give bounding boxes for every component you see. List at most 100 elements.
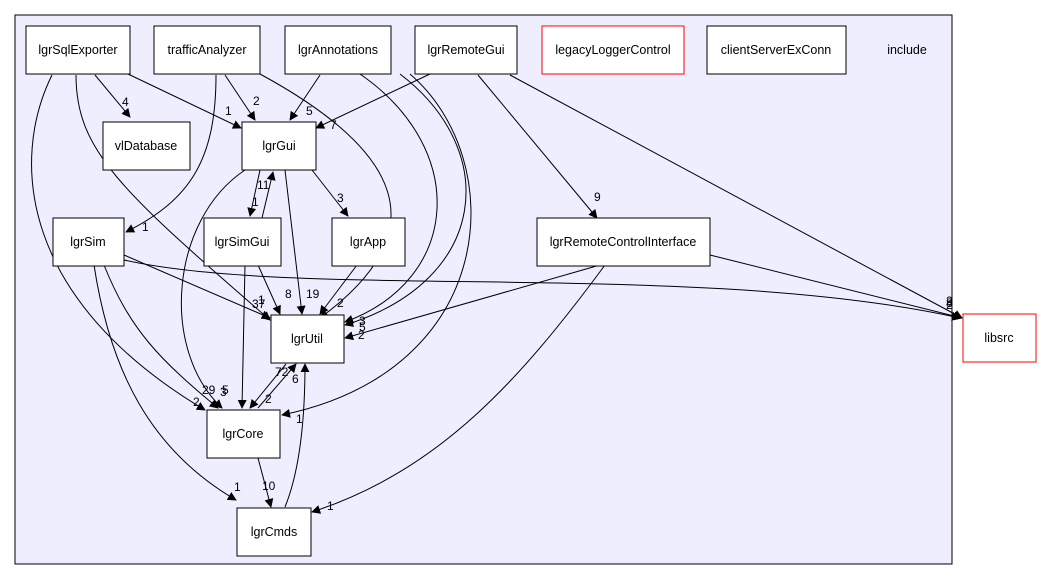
edge-annotations-gui xyxy=(289,74,321,121)
node-label: vlDatabase xyxy=(115,139,178,153)
node-lgrsim[interactable]: lgrSim xyxy=(52,217,125,267)
edge-label: 29 xyxy=(202,383,216,397)
edge-label: 6 xyxy=(292,372,299,386)
edge-rci-libsrc xyxy=(709,254,963,321)
edge-cmds-util xyxy=(284,363,310,508)
edge-sim-cmds xyxy=(93,264,237,501)
edge-label: 1 xyxy=(258,293,265,307)
edge-label: 7 xyxy=(330,118,337,132)
edge-label: 1 xyxy=(296,412,303,426)
edge-label: 11 xyxy=(257,178,270,192)
edge-remotegui-rci xyxy=(477,74,598,219)
edge-label: 1 xyxy=(142,220,149,234)
edge-label: 2 xyxy=(337,296,344,310)
edge-label: 37 xyxy=(252,297,266,311)
edge-label: 5 xyxy=(222,383,229,397)
edge-label: 2 xyxy=(193,395,200,409)
edge-annotations-util xyxy=(344,73,438,324)
edge-sqlexporter-core xyxy=(31,74,206,411)
edge-label: 72 xyxy=(275,365,289,379)
node-lgrremotegui[interactable]: lgrRemoteGui xyxy=(414,25,518,75)
edge-label: 1 xyxy=(327,499,334,513)
edge-label: 4 xyxy=(122,95,129,109)
edge-label: 10 xyxy=(262,479,276,493)
edge-label: 2 xyxy=(253,94,260,108)
edge-label: 8 xyxy=(946,296,953,310)
edge-app-util xyxy=(319,264,358,315)
edge-core-cmds xyxy=(257,457,274,508)
edge-label: 2 xyxy=(358,328,365,342)
node-label: lgrSimGui xyxy=(215,235,270,249)
node-lgrsimgui[interactable]: lgrSimGui xyxy=(203,217,282,267)
edge-remotegui-core xyxy=(281,73,472,418)
edge-rci-util xyxy=(344,264,601,341)
edge-traffic-util xyxy=(259,73,392,319)
node-label: lgrAnnotations xyxy=(298,43,378,57)
node-lgrcmds[interactable]: lgrCmds xyxy=(236,507,312,557)
node-libsrc[interactable]: libsrc xyxy=(962,313,1037,363)
node-label: lgrGui xyxy=(262,139,295,153)
node-lgrgui[interactable]: lgrGui xyxy=(241,121,317,171)
node-vldatabase[interactable]: vlDatabase xyxy=(102,121,191,171)
edge-label: 5 xyxy=(306,104,313,118)
edge-traffic-gui xyxy=(224,74,256,121)
node-label: clientServerExConn xyxy=(721,43,832,57)
edge-label: 19 xyxy=(306,287,320,301)
node-lgrsqlexporter[interactable]: lgrSqlExporter xyxy=(25,25,131,75)
cluster-label: include xyxy=(887,43,927,57)
edge-gui-simgui xyxy=(247,169,261,217)
edge-labels: 4 1 2 5 7 1 1 11 3 9 2 2 8 37 1 8 19 2 3… xyxy=(122,94,953,513)
edge-label: 1 xyxy=(234,480,241,494)
edge-label: 5 xyxy=(359,320,366,334)
node-lgrapp[interactable]: lgrApp xyxy=(331,217,406,267)
node-label: lgrCmds xyxy=(251,525,298,539)
edge-simgui-gui xyxy=(261,171,276,219)
edge-sim-util xyxy=(123,254,271,319)
edge-gui-core xyxy=(180,169,246,409)
node-lgrannotations[interactable]: lgrAnnotations xyxy=(284,25,392,75)
node-lgrcore[interactable]: lgrCore xyxy=(206,409,281,459)
edge-util-core xyxy=(249,363,287,409)
node-label: lgrRemoteControlInterface xyxy=(550,235,697,249)
edge-label: 9 xyxy=(594,190,601,204)
edge-label: 3 xyxy=(220,385,227,399)
edge-remotegui-libsrc xyxy=(509,74,963,319)
node-label: lgrUtil xyxy=(291,332,323,346)
edge-gui-app xyxy=(311,169,349,217)
edge-core-util xyxy=(257,363,297,409)
node-clientserverexconn[interactable]: clientServerExConn xyxy=(706,25,847,75)
edge-label: 3 xyxy=(337,191,344,205)
edge-label: 2 xyxy=(946,294,953,308)
edge-label: 2 xyxy=(265,392,272,406)
node-label: lgrSim xyxy=(70,235,105,249)
node-lgrremotecontrolinterface[interactable]: lgrRemoteControlInterface xyxy=(536,217,711,267)
edge-sim-libsrc xyxy=(123,259,961,321)
edge-label: 1 xyxy=(252,195,259,209)
edge-gui-util xyxy=(284,169,306,315)
edge-sqlexporter-gui xyxy=(127,73,242,129)
node-label: lgrCore xyxy=(223,427,264,441)
edge-rci-cmds xyxy=(311,264,606,514)
node-trafficanalyzer[interactable]: trafficAnalyzer xyxy=(153,25,261,75)
edge-label: 8 xyxy=(285,287,292,301)
node-label: libsrc xyxy=(984,331,1013,345)
node-label: lgrRemoteGui xyxy=(427,43,504,57)
edge-simgui-core xyxy=(237,264,247,409)
edge-sqlexporter-vldatabase xyxy=(94,74,131,118)
include-cluster xyxy=(14,14,953,565)
node-label: lgrSqlExporter xyxy=(38,43,117,57)
node-label: lgrApp xyxy=(350,235,386,249)
edges xyxy=(31,73,963,514)
edge-sim-core xyxy=(103,264,219,409)
edge-label: 3 xyxy=(359,314,366,328)
node-label: legacyLoggerControl xyxy=(555,43,670,57)
node-legacyloggercontrol[interactable]: legacyLoggerControl xyxy=(541,25,685,75)
edge-label: 2 xyxy=(946,298,953,312)
edge-traffic-sim xyxy=(125,74,217,233)
edge-simgui-util xyxy=(257,264,281,315)
edge-label: 1 xyxy=(225,104,232,118)
edge-remotegui-util xyxy=(344,73,467,327)
node-lgrutil[interactable]: lgrUtil xyxy=(270,314,345,364)
node-label: trafficAnalyzer xyxy=(168,43,247,57)
